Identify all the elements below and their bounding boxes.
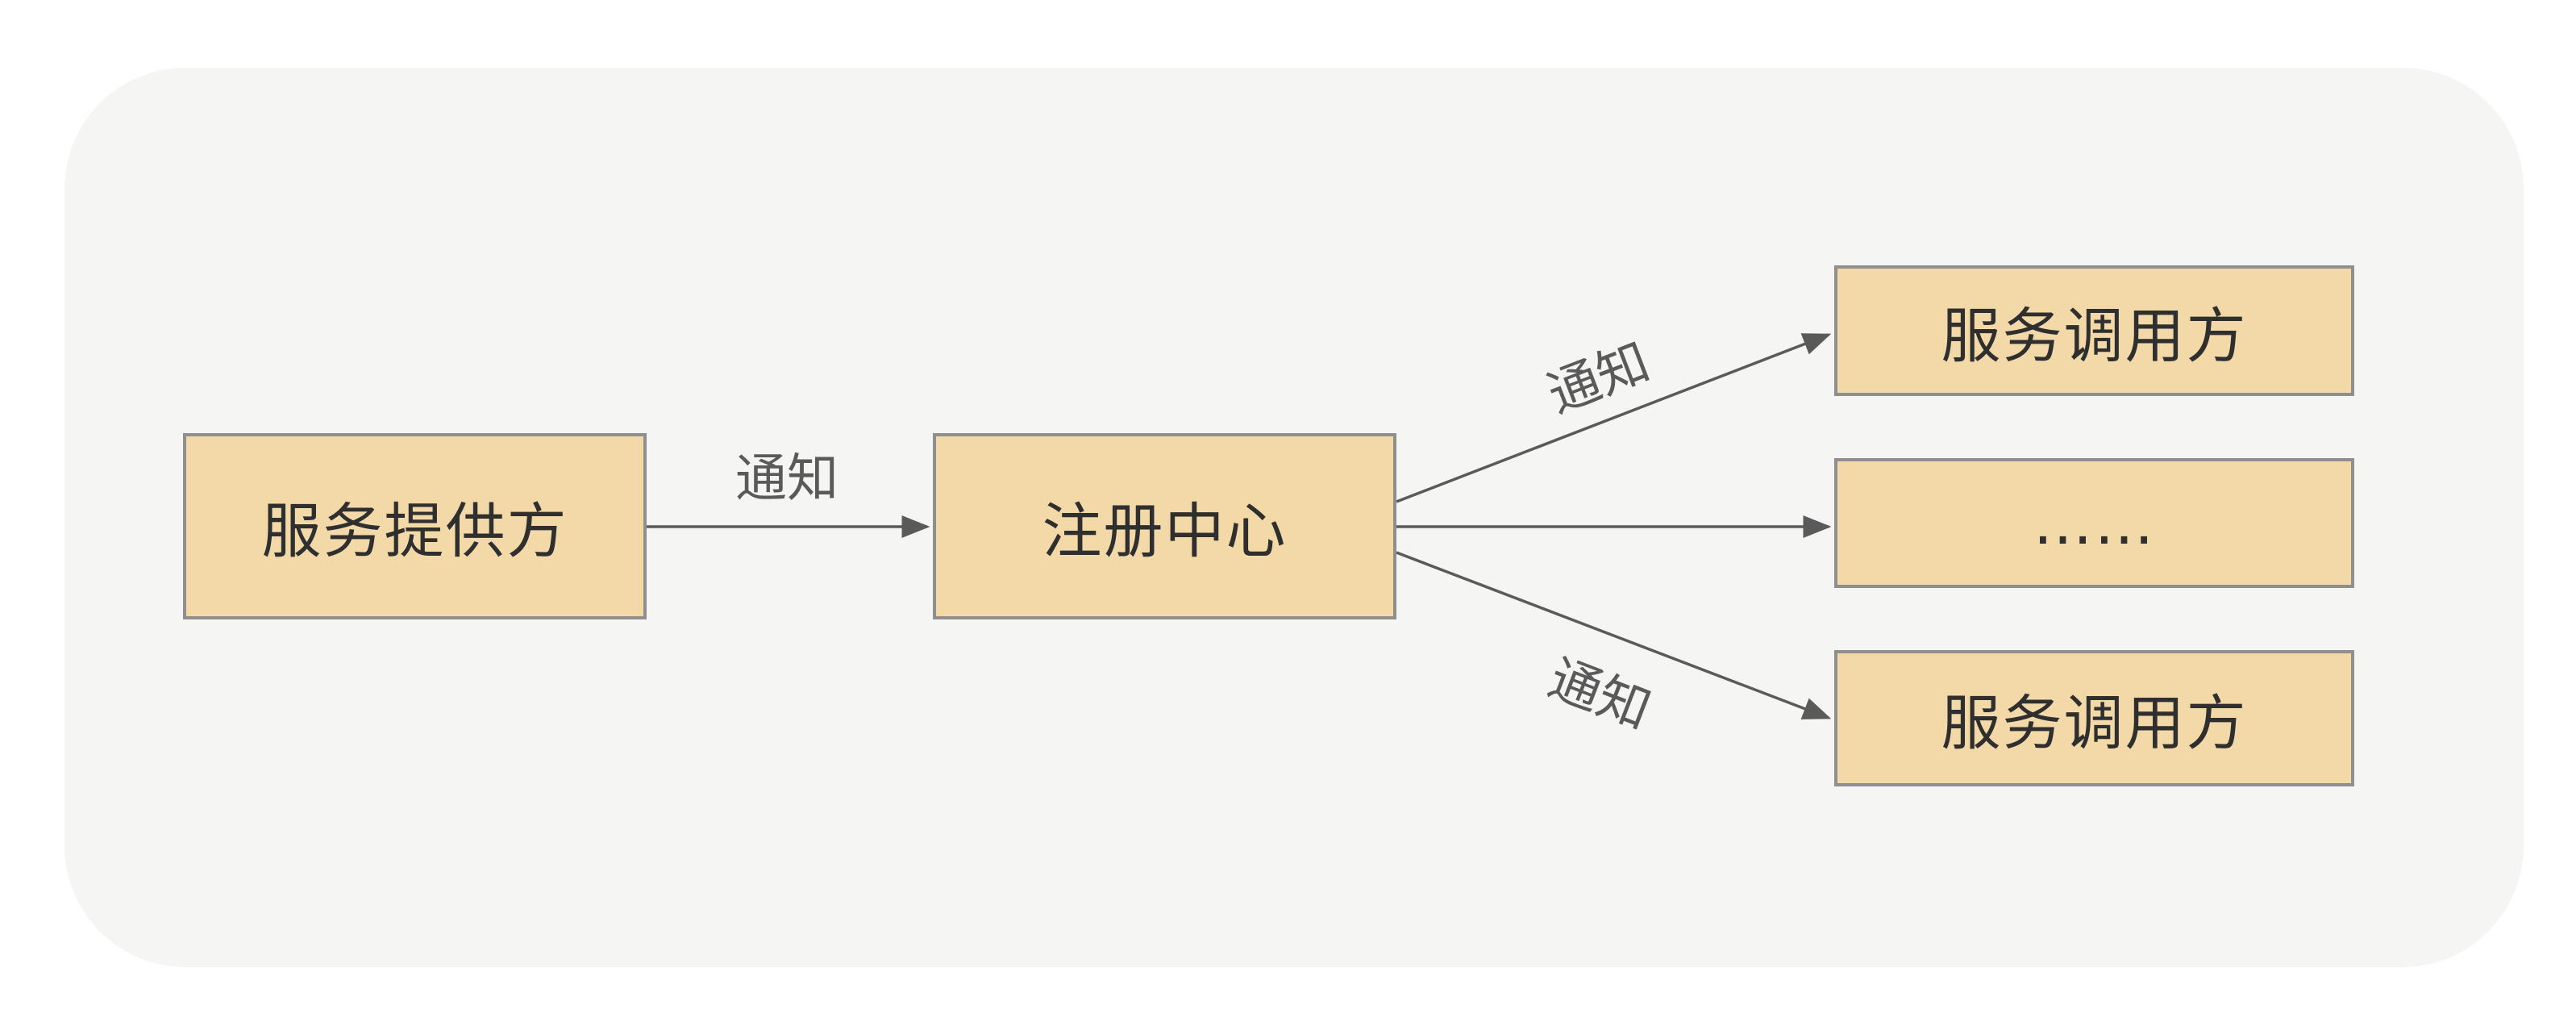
node-service-consumer-top-label: 服务调用方 xyxy=(1941,301,2248,371)
node-service-provider-label: 服务提供方 xyxy=(261,497,568,566)
node-service-consumer-bottom-label: 服务调用方 xyxy=(1941,689,2248,758)
node-ellipsis-label: …… xyxy=(2033,488,2156,558)
node-service-provider: 服务提供方 xyxy=(183,433,647,619)
edge-label-provider-registry: 通知 xyxy=(735,449,839,509)
node-service-consumer-top: 服务调用方 xyxy=(1834,265,2354,396)
node-service-consumer-bottom: 服务调用方 xyxy=(1834,650,2354,786)
node-registry-center-label: 注册中心 xyxy=(1042,497,1288,566)
node-registry-center: 注册中心 xyxy=(933,433,1396,619)
node-ellipsis: …… xyxy=(1834,458,2354,588)
arrow-registry-to-consumer-bottom xyxy=(1396,551,1832,719)
arrow-registry-to-consumer-top xyxy=(1396,333,1832,503)
